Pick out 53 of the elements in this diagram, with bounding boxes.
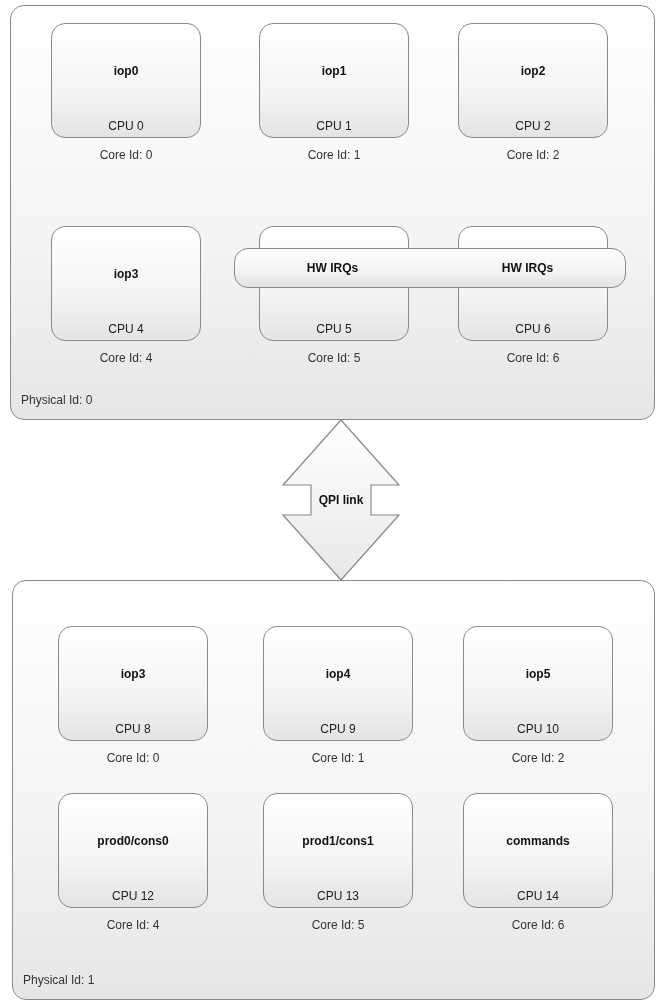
cpu-box	[463, 793, 613, 908]
cpu-label: CPU 4	[107, 322, 145, 336]
cpu-box	[458, 23, 608, 138]
process-label: prod1/cons1	[301, 834, 375, 848]
cpu-label: CPU 2	[514, 119, 552, 133]
process-label: iop1	[320, 64, 348, 78]
core-id-label: Core Id: 0	[105, 751, 161, 765]
cpu-box	[263, 626, 413, 741]
panel-label: Physical Id: 1	[23, 973, 95, 987]
core-id-label: Core Id: 4	[105, 918, 161, 932]
band-label: HW IRQs	[306, 261, 359, 275]
cpu-label: CPU 13	[316, 889, 360, 903]
core-id-label: Core Id: 2	[510, 751, 566, 765]
core-id-label: Core Id: 6	[505, 351, 561, 365]
cpu-label: CPU 6	[514, 322, 552, 336]
process-label: iop4	[324, 667, 352, 681]
core-id-label: Core Id: 1	[310, 751, 366, 765]
process-label: iop0	[112, 64, 140, 78]
core-id-label: Core Id: 0	[98, 148, 154, 162]
cpu-label: CPU 9	[319, 722, 357, 736]
process-label: iop3	[112, 267, 140, 281]
process-label: prod0/cons0	[96, 834, 170, 848]
panel-label: Physical Id: 0	[21, 393, 93, 407]
cpu-box	[58, 626, 208, 741]
process-label: iop3	[119, 667, 147, 681]
processor-panel	[12, 580, 655, 1000]
core-id-label: Core Id: 5	[310, 918, 366, 932]
cpu-box	[259, 23, 409, 138]
cpu-label: CPU 5	[315, 322, 353, 336]
processor-panel	[10, 5, 655, 420]
band-label: HW IRQs	[501, 261, 554, 275]
cpu-box	[58, 793, 208, 908]
cpu-label: CPU 8	[114, 722, 152, 736]
cpu-label: CPU 1	[315, 119, 353, 133]
cpu-box	[51, 23, 201, 138]
core-id-label: Core Id: 4	[98, 351, 154, 365]
cpu-label: CPU 0	[107, 119, 145, 133]
core-id-label: Core Id: 6	[510, 918, 566, 932]
process-label: commands	[505, 834, 571, 848]
core-id-label: Core Id: 1	[306, 148, 362, 162]
double-block-arrow	[281, 419, 401, 581]
process-label: iop2	[519, 64, 547, 78]
cpu-label: CPU 14	[516, 889, 560, 903]
cpu-label: CPU 10	[516, 722, 560, 736]
core-id-label: Core Id: 5	[306, 351, 362, 365]
process-label: iop5	[524, 667, 552, 681]
edge-label: QPI link	[318, 493, 364, 507]
core-id-label: Core Id: 2	[505, 148, 561, 162]
irq-band	[234, 248, 626, 288]
cpu-box	[463, 626, 613, 741]
cpu-label: CPU 12	[111, 889, 155, 903]
cpu-box	[263, 793, 413, 908]
cpu-box	[51, 226, 201, 341]
